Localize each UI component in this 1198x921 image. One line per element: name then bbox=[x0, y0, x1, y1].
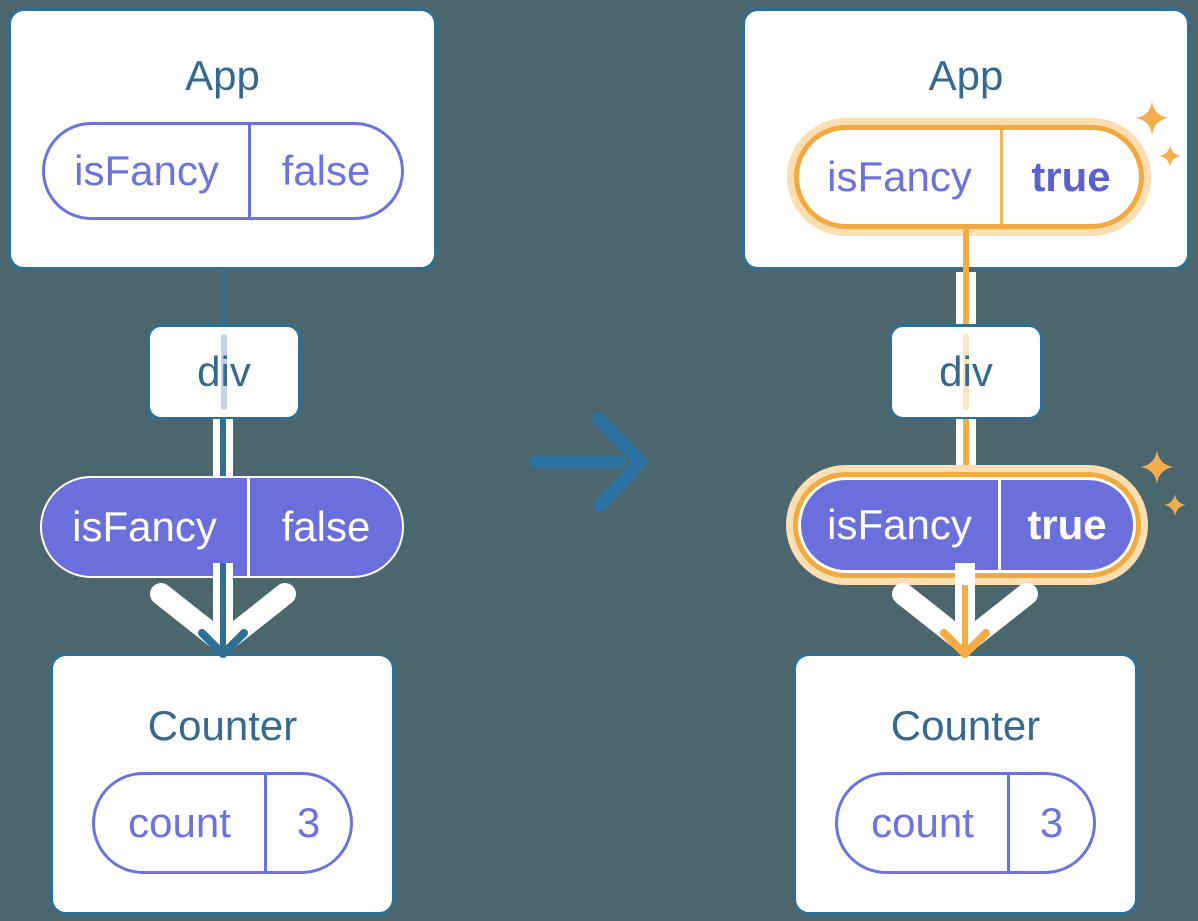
state-key: count bbox=[128, 799, 231, 846]
app-title: App bbox=[185, 52, 260, 99]
prop-pipe-core bbox=[963, 419, 969, 467]
div-box-right: div bbox=[889, 324, 1043, 420]
pill-divider bbox=[247, 478, 250, 576]
div-box-left: div bbox=[147, 324, 301, 420]
app-title: App bbox=[928, 52, 1004, 99]
flow-arrow-icon bbox=[892, 563, 1038, 658]
div-label: div bbox=[939, 348, 993, 395]
prop-pipe-core bbox=[963, 272, 969, 327]
passed-prop-pill-right-highlighted: isFancy true bbox=[798, 477, 1136, 573]
app-to-div-line-left bbox=[221, 268, 225, 327]
counter-title: Counter bbox=[147, 702, 298, 749]
prop-pipe-left bbox=[213, 419, 233, 478]
app-prop-pill-right-highlighted: isFancy true bbox=[799, 130, 1139, 224]
pill-divider bbox=[998, 480, 1001, 570]
prop-value: false bbox=[281, 147, 371, 194]
sparkle-icon bbox=[1140, 450, 1186, 516]
app-prop-pill-left: isFancy false bbox=[42, 122, 404, 220]
prop-key: isFancy bbox=[827, 501, 972, 548]
prop-pipe-right-top bbox=[956, 272, 976, 327]
pill-divider bbox=[264, 775, 267, 871]
prop-key: isFancy bbox=[74, 147, 219, 194]
prop-value: true bbox=[1027, 501, 1107, 548]
state-value: 3 bbox=[1039, 799, 1064, 846]
counter-title: Counter bbox=[890, 702, 1041, 749]
counter-card-right: Counter count 3 bbox=[793, 653, 1138, 915]
prop-line-in-card bbox=[963, 228, 969, 276]
prop-key: isFancy bbox=[72, 503, 217, 550]
flow-arrow-icon bbox=[150, 563, 296, 658]
transition-arrow-icon bbox=[529, 412, 648, 512]
app-card-left: App isFancy false bbox=[8, 8, 437, 270]
prop-key: isFancy bbox=[827, 153, 972, 200]
pill-divider bbox=[248, 125, 251, 217]
app-card-right: App isFancy true bbox=[742, 8, 1190, 270]
state-key: count bbox=[871, 799, 974, 846]
div-label: div bbox=[197, 348, 251, 395]
pill-divider bbox=[1000, 130, 1003, 224]
count-state-pill-right: count 3 bbox=[835, 772, 1096, 874]
count-state-pill-left: count 3 bbox=[92, 772, 353, 874]
prop-flow-stripe bbox=[221, 334, 227, 410]
prop-flow-stripe bbox=[963, 334, 969, 410]
pill-divider bbox=[1007, 775, 1010, 871]
prop-value: true bbox=[1031, 153, 1111, 200]
counter-card-left: Counter count 3 bbox=[50, 653, 395, 915]
prop-pipe-core bbox=[220, 419, 226, 478]
prop-value: false bbox=[281, 503, 371, 550]
sparkle-icon bbox=[1135, 101, 1181, 167]
prop-pipe-right-bottom bbox=[956, 419, 976, 467]
passed-prop-pill-left: isFancy false bbox=[40, 476, 404, 578]
state-value: 3 bbox=[296, 799, 321, 846]
